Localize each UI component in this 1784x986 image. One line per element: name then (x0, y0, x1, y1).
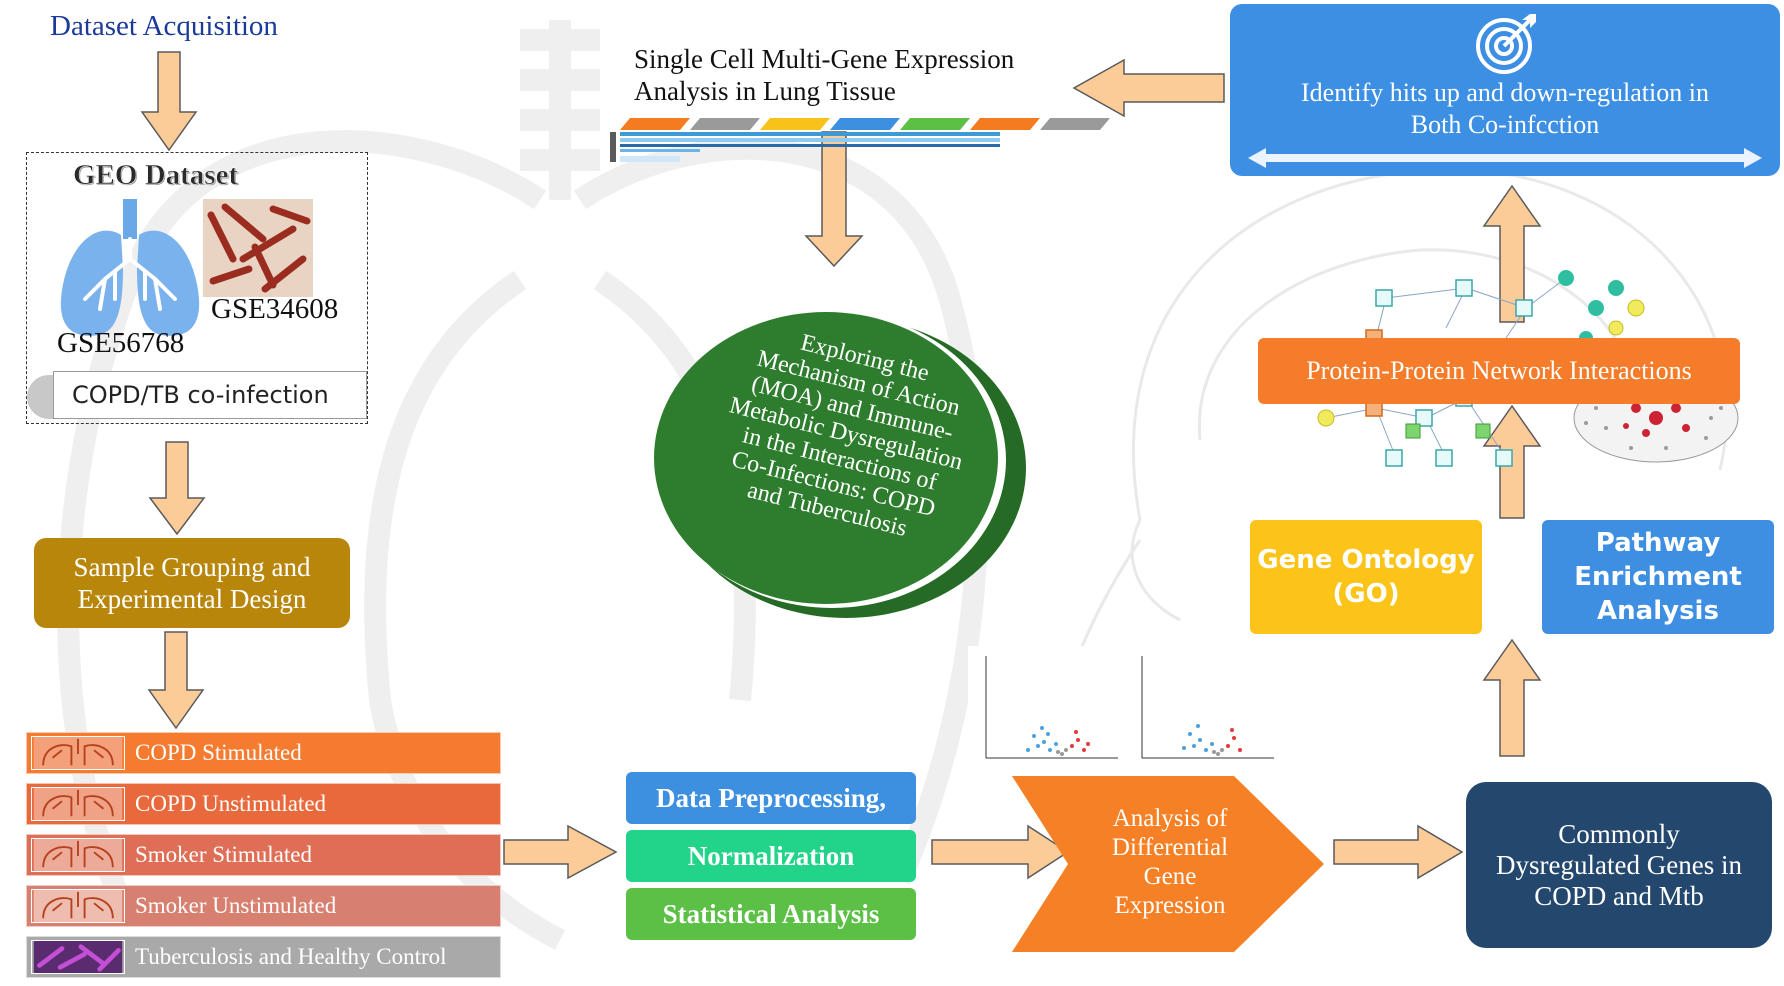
sample-row-smoker-stim: Smoker Stimulated (26, 834, 501, 876)
sample-row-copd-unstim: COPD Unstimulated (26, 783, 501, 825)
dge-label: Analysis of Differential Gene Expression (1070, 792, 1270, 932)
target-icon (1476, 14, 1536, 74)
pathway-line3: Analysis (1597, 596, 1719, 626)
arrow-right-1 (503, 824, 618, 880)
sample-grouping-box: Sample Grouping and Experimental Design (34, 538, 350, 628)
sample-grouping-line2: Experimental Design (77, 584, 307, 614)
dge-line4: Expression (1114, 892, 1226, 919)
geo-dataset-title: GEO Dataset (73, 159, 239, 192)
single-cell-heatmap (610, 118, 1110, 162)
lungs-icon (31, 889, 125, 923)
normalization-box: Normalization (626, 830, 916, 882)
sample-row-tb-control: Tuberculosis and Healthy Control (26, 936, 501, 978)
single-cell-line1: Single Cell Multi-Gene Expression (634, 44, 1015, 74)
common-genes-box: Commonly Dysregulated Genes in COPD and … (1466, 782, 1772, 948)
common-genes-line1: Commonly (1558, 818, 1680, 849)
bacteria-icon (31, 940, 125, 974)
arrow-right-3 (1333, 824, 1464, 880)
pathway-enrichment-box: Pathway Enrichment Analysis (1542, 520, 1774, 634)
common-genes-line2: Dysregulated Genes in (1496, 849, 1742, 880)
identify-hits-box: Identify hits up and down-regulation in … (1230, 4, 1780, 176)
sample-label: Tuberculosis and Healthy Control (135, 944, 447, 969)
sample-label: COPD Unstimulated (135, 791, 327, 816)
gene-ontology-box: Gene Ontology (GO) (1250, 520, 1482, 634)
dge-line2: Differential (1111, 834, 1229, 861)
geo-dataset-box: GEO Dataset GSE34608 GSE56768 COPD/TB co… (26, 152, 368, 424)
sample-label: Smoker Stimulated (135, 842, 312, 867)
dge-chevron-shape (1012, 776, 1324, 952)
lungs-icon (31, 736, 125, 770)
arrow-left-1 (1072, 58, 1225, 118)
arrow-down-2 (148, 441, 206, 536)
copd-tb-tag-label: COPD/TB co-infection (53, 371, 367, 419)
gse-a-label: GSE34608 (211, 293, 339, 325)
pathway-line2: Enrichment (1574, 562, 1742, 592)
arrow-down-3 (147, 631, 205, 730)
statistical-analysis-box: Statistical Analysis (626, 888, 916, 940)
pathway-line1: Pathway (1595, 528, 1721, 558)
arrow-up-1 (1482, 638, 1542, 757)
double-arrow-icon (1248, 148, 1762, 168)
sample-label: COPD Stimulated (135, 740, 302, 765)
identify-hits-line1: Identify hits up and down-regulation in (1301, 78, 1709, 107)
identify-hits-line2: Both Co-infcction (1410, 110, 1600, 139)
gene-ontology-line1: Gene Ontology (1257, 545, 1475, 575)
copd-tb-tag: COPD/TB co-infection (27, 371, 367, 421)
arrow-down-1 (140, 51, 198, 152)
sample-row-copd-stim: COPD Stimulated (26, 732, 501, 774)
data-preprocessing-box: Data Preprocessing, (626, 772, 916, 824)
dataset-acquisition-title: Dataset Acquisition (50, 10, 278, 42)
moa-disc-shape (654, 312, 1026, 618)
single-cell-line2: Analysis in Lung Tissue (634, 76, 896, 106)
lungs-icon (31, 838, 125, 872)
lungs-icon (31, 787, 125, 821)
ppi-box: Protein-Protein Network Interactions (1258, 338, 1740, 404)
dge-line1: Analysis of (1112, 805, 1228, 832)
arrow-down-4 (804, 131, 864, 268)
gene-ontology-line2: (GO) (1332, 579, 1400, 609)
volcano-plot-thumbnails (968, 646, 1288, 772)
dge-line3: Gene (1143, 863, 1197, 890)
arrow-right-2 (931, 824, 1070, 880)
bacteria-micrograph-icon (203, 199, 313, 297)
lungs-icon (60, 199, 200, 336)
sample-label: Smoker Unstimulated (135, 893, 337, 918)
common-genes-line3: COPD and Mtb (1534, 880, 1704, 911)
sample-grouping-line1: Sample Grouping and (73, 552, 311, 582)
sample-row-smoker-unstim: Smoker Unstimulated (26, 885, 501, 927)
gse-b-label: GSE56768 (57, 327, 185, 359)
